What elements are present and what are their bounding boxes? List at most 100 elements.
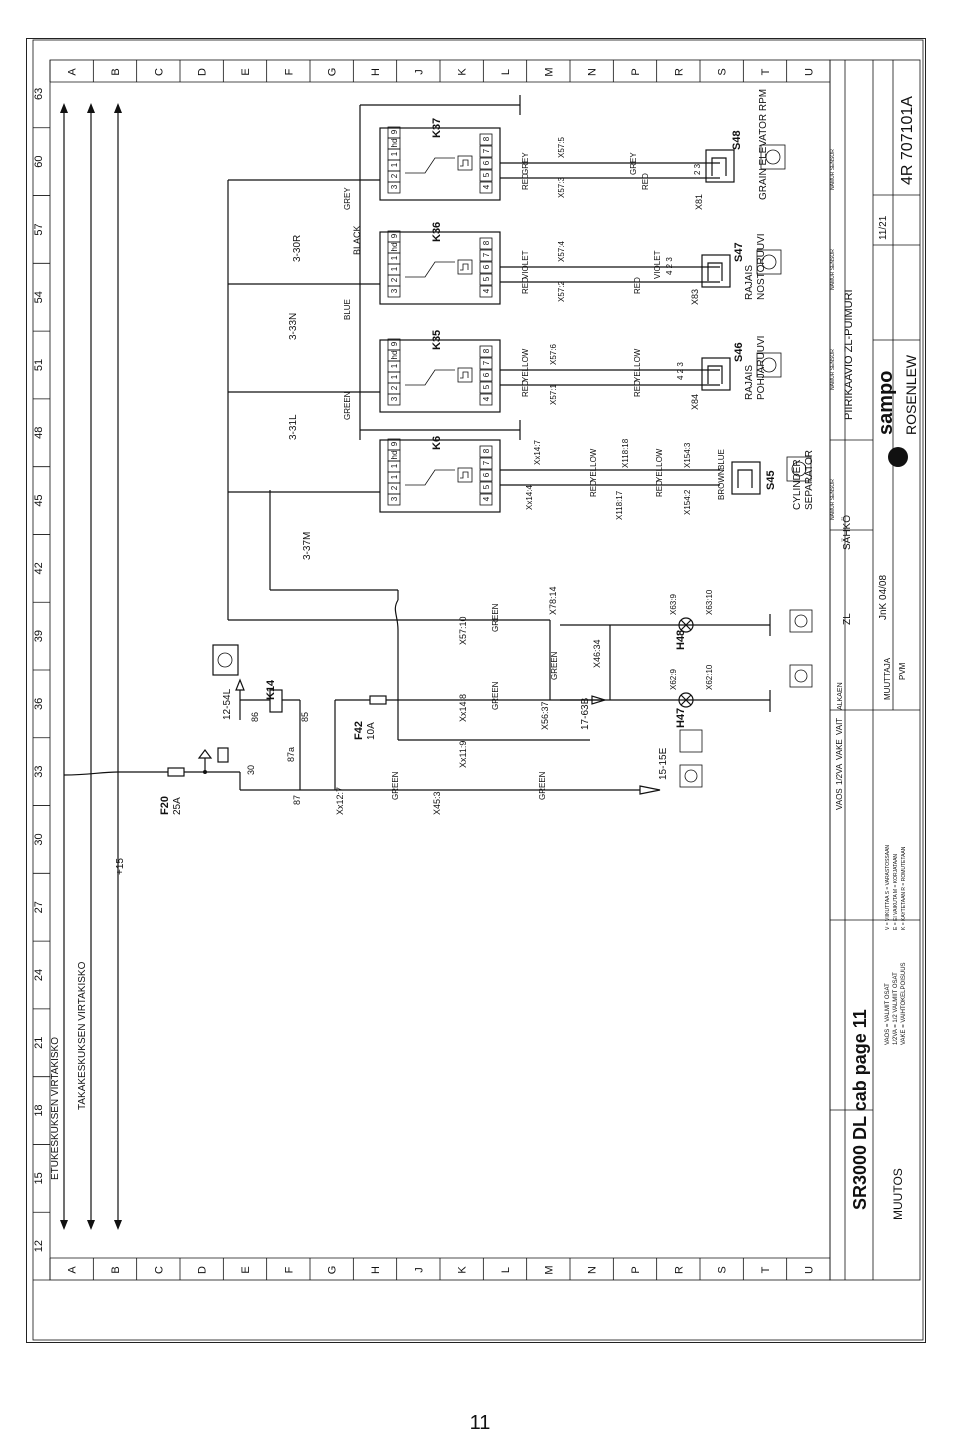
grid-bottom-label: F (283, 1266, 295, 1273)
sensor-wiring: Xx14:4 RED X118:17 RED X154:2 Xx14:7 YEL… (500, 137, 720, 520)
ref-15-15e: 15-15E (658, 747, 669, 780)
k14-feed-arrow (235, 678, 245, 691)
grid-bottom-label: D (197, 1266, 209, 1274)
grid-bottom-label: J (413, 1267, 425, 1273)
k14-coil (269, 689, 283, 713)
bus-plus15-arrow-top (114, 103, 122, 113)
x57-5: X57:5 (557, 137, 566, 158)
sensor-s48 (705, 144, 786, 183)
s46-name-1: RAJAIS (744, 365, 755, 400)
relay-pin-box (479, 369, 493, 382)
grid-top-label: S (717, 68, 729, 75)
sensor-pulse-icon (707, 365, 723, 384)
k14-pin-30: 30 (246, 765, 256, 775)
relay-pin-label: 5 (482, 484, 491, 489)
grid-top-label: H (370, 68, 382, 76)
wire-red-k37: RED (521, 173, 530, 190)
grid-top-label: M (543, 67, 555, 76)
x57-1: X57:1 (549, 384, 558, 405)
relay-pin-box (479, 145, 493, 158)
grid-left-label: 63 (33, 88, 45, 100)
size-ref: 11/21 (878, 215, 889, 240)
tb-system: SÄHKÖ (841, 515, 853, 550)
relay-coil-icon (457, 155, 473, 171)
relay-pulse-icon (460, 371, 469, 379)
s45-id: S45 (765, 470, 777, 490)
relay-pin-label: 5 (482, 276, 491, 281)
s47-name-2: NOSTORUUVI (756, 234, 767, 301)
relay-pin-label: 1 (390, 255, 399, 260)
relay-pin-label: 1 (390, 474, 399, 479)
wire-green-label-4: GREEN (550, 651, 559, 680)
relay-pin-label: 9 (390, 341, 399, 346)
relay-pin-box (479, 357, 493, 370)
relay-pin-box (479, 237, 493, 250)
relay-pin-label: 6 (482, 160, 491, 165)
s48-id: S48 (731, 130, 743, 150)
xx14-7: Xx14:7 (533, 440, 542, 465)
bus-plus15-arrow (114, 1220, 122, 1230)
xx14-4: Xx14:4 (525, 485, 534, 510)
relay-pin-label: 4 (482, 496, 491, 501)
grid-top-label: B (110, 68, 122, 75)
bus-front-arrow (60, 1220, 68, 1230)
relay-pin-label: 4 (482, 396, 491, 401)
relay-pin-label: 9 (390, 233, 399, 238)
wire-violet-k36: VIOLET (521, 250, 530, 279)
grid-bottom-label: G (327, 1266, 339, 1275)
wire-red-k6: RED (589, 480, 598, 497)
s47-name-1: RAJAIS (744, 265, 755, 300)
sensor-body (701, 357, 731, 391)
wire-black: BLACK (352, 225, 362, 255)
x84: X84 (690, 394, 700, 410)
wire-jump (394, 599, 399, 631)
sensor-labels: S45 CYLINDER SEPARATOR BLUE BROWN S46 RA… (665, 89, 815, 510)
ref-17-63b: 17-63B (580, 697, 591, 730)
grid-top-label: C (153, 68, 165, 76)
tb-legend-3: VAKE = VAIHTOKELPOISUUS (901, 962, 907, 1045)
fuse-f42-rating: 10A (366, 722, 377, 740)
x57-4: X57:4 (557, 241, 566, 262)
relay-pin-box (387, 438, 401, 451)
sensor-body (705, 149, 735, 183)
tb-muutos: MUUTOS (891, 1168, 905, 1220)
sensor-pulse-icon (711, 157, 727, 176)
grid-top-label: G (327, 68, 339, 77)
wire-red-k37-2: RED (641, 173, 650, 190)
grid-top-label: N (587, 68, 599, 76)
lamp-h48-id: H48 (675, 630, 687, 650)
relay-pin-box (387, 126, 401, 139)
wire-red-k36-2: RED (633, 277, 642, 294)
relay-pin-label: hd (390, 243, 399, 252)
grid-left-label: 24 (33, 969, 45, 981)
relay-body (379, 439, 501, 513)
wire-grey-k37-2: GREY (629, 152, 638, 175)
s45-name-2: SEPARATOR (804, 450, 815, 510)
title-block: SR3000 DL cab page 11 MUUTOS PIIRIKAAVIO… (829, 59, 921, 1281)
x83: X83 (690, 289, 700, 305)
s47-id: S47 (733, 242, 745, 262)
bus-rear-label: TAKAKESKUKSEN VIRTAKISKO (77, 961, 88, 1110)
bus-rear-arrow (87, 1220, 95, 1230)
relay-pin-label: 8 (482, 136, 491, 141)
grid-bottom-label: R (673, 1266, 685, 1274)
relay-pin-box (387, 338, 401, 351)
relay-pin-label: 2 (390, 173, 399, 178)
tb-legend-5: E = EI VAIKUTA M = KORJATAAN (893, 854, 899, 930)
wire-yellow-k6-2: YELLOW (655, 448, 664, 482)
sensor-s45 (731, 456, 812, 495)
grid-top-label: L (500, 69, 512, 75)
bus-plus15-label: +15 (115, 858, 126, 875)
wire-red-k35-2: RED (633, 380, 642, 397)
k14-feed-label: 12-54L (222, 688, 233, 720)
k14-pin-87a: 87a (286, 747, 296, 762)
relay-pin-label: 5 (482, 172, 491, 177)
relay-pin-box (479, 133, 493, 146)
sensor-pulse-icon (707, 262, 723, 281)
k14-pin-87: 87 (292, 795, 302, 805)
